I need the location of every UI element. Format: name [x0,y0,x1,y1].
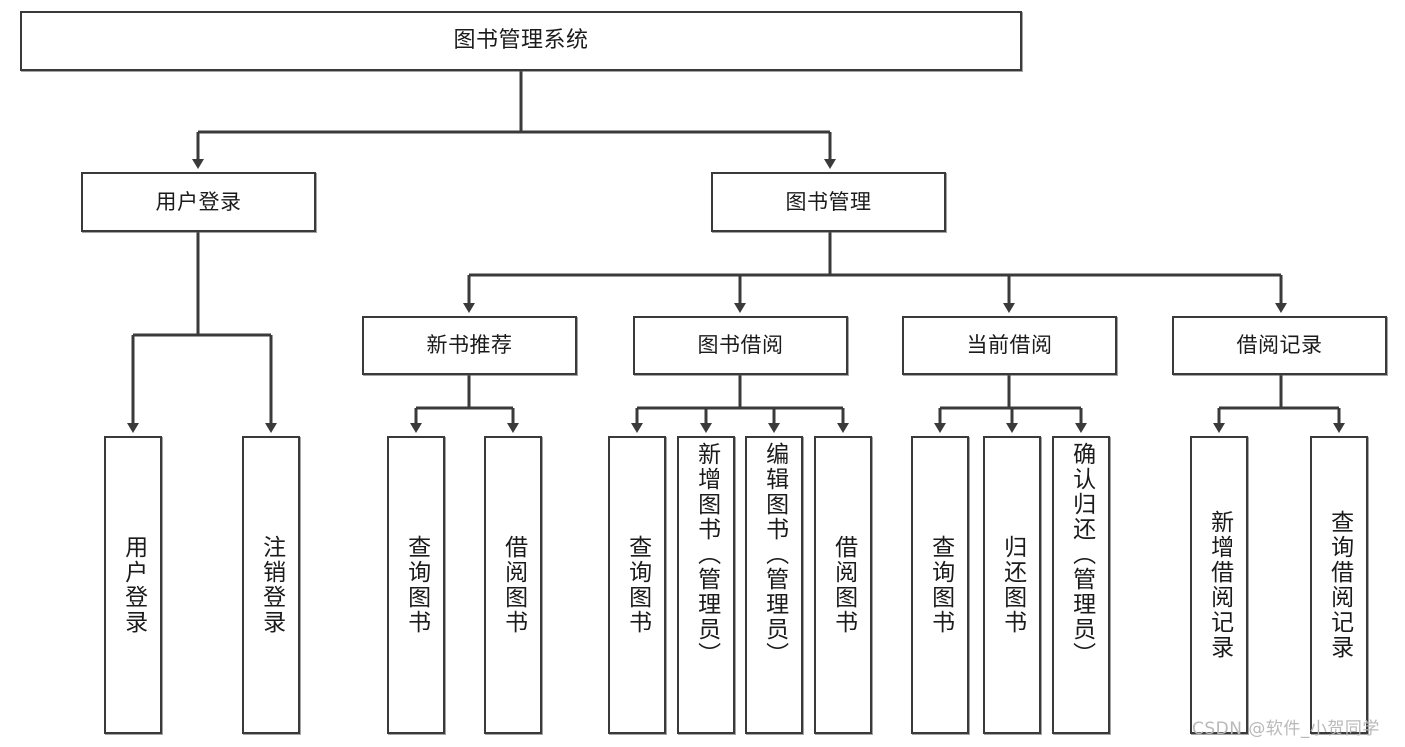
leaf-edit-book-admin[interactable]: 编辑图书（管理员） [745,436,803,734]
leaf-query-book-current[interactable]: 查询图书 [911,436,969,734]
leaf-return-book-label: 归还图书 [999,535,1026,635]
leaf-query-borrow-record[interactable]: 查询借阅记录 [1310,436,1368,734]
node-current-borrow[interactable]: 当前借阅 [902,316,1117,375]
leaf-add-book-admin[interactable]: 新增图书（管理员） [677,436,735,734]
node-root-label: 图书管理系统 [453,28,589,54]
node-current-borrow-label: 当前借阅 [966,333,1053,358]
leaf-return-book[interactable]: 归还图书 [983,436,1041,734]
leaf-query-book-current-label: 查询图书 [927,535,954,635]
leaf-query-borrow-record-label: 查询借阅记录 [1326,510,1353,660]
leaf-borrow-book[interactable]: 借阅图书 [814,436,872,734]
leaf-query-book-borrow[interactable]: 查询图书 [608,436,666,734]
leaf-edit-book-admin-label: 编辑图书（管理员） [761,442,788,667]
node-borrow-records[interactable]: 借阅记录 [1172,316,1387,375]
csdn-watermark: CSDN @软件_小贺同学 [1192,719,1380,739]
node-root[interactable]: 图书管理系统 [20,11,1022,71]
leaf-query-book-recommend-label: 查询图书 [403,535,430,635]
leaf-logout-label: 注销登录 [258,535,285,635]
leaf-add-borrow-record[interactable]: 新增借阅记录 [1190,436,1248,734]
node-book-borrow-label: 图书借阅 [697,333,784,358]
leaf-borrow-book-label: 借阅图书 [830,535,857,635]
node-borrow-records-label: 借阅记录 [1236,333,1323,358]
leaf-query-book-recommend[interactable]: 查询图书 [387,436,445,734]
leaf-add-book-admin-label: 新增图书（管理员） [693,442,720,667]
leaf-query-book-borrow-label: 查询图书 [624,535,651,635]
leaf-user-login[interactable]: 用户登录 [104,436,162,734]
node-book-management[interactable]: 图书管理 [711,172,946,232]
node-book-borrow[interactable]: 图书借阅 [633,316,848,375]
node-user-login-label: 用户登录 [155,189,242,214]
node-new-book-recommend[interactable]: 新书推荐 [362,316,577,375]
leaf-borrow-book-recommend[interactable]: 借阅图书 [484,436,542,734]
leaf-borrow-book-recommend-label: 借阅图书 [500,535,527,635]
leaf-logout[interactable]: 注销登录 [242,436,300,734]
leaf-user-login-label: 用户登录 [120,535,147,635]
node-user-login[interactable]: 用户登录 [81,172,316,232]
leaf-confirm-return-admin-label: 确认归还（管理员） [1068,442,1095,667]
node-new-book-recommend-label: 新书推荐 [426,333,513,358]
leaf-add-borrow-record-label: 新增借阅记录 [1206,510,1233,660]
leaf-confirm-return-admin[interactable]: 确认归还（管理员） [1052,436,1110,734]
node-book-management-label: 图书管理 [785,189,872,214]
